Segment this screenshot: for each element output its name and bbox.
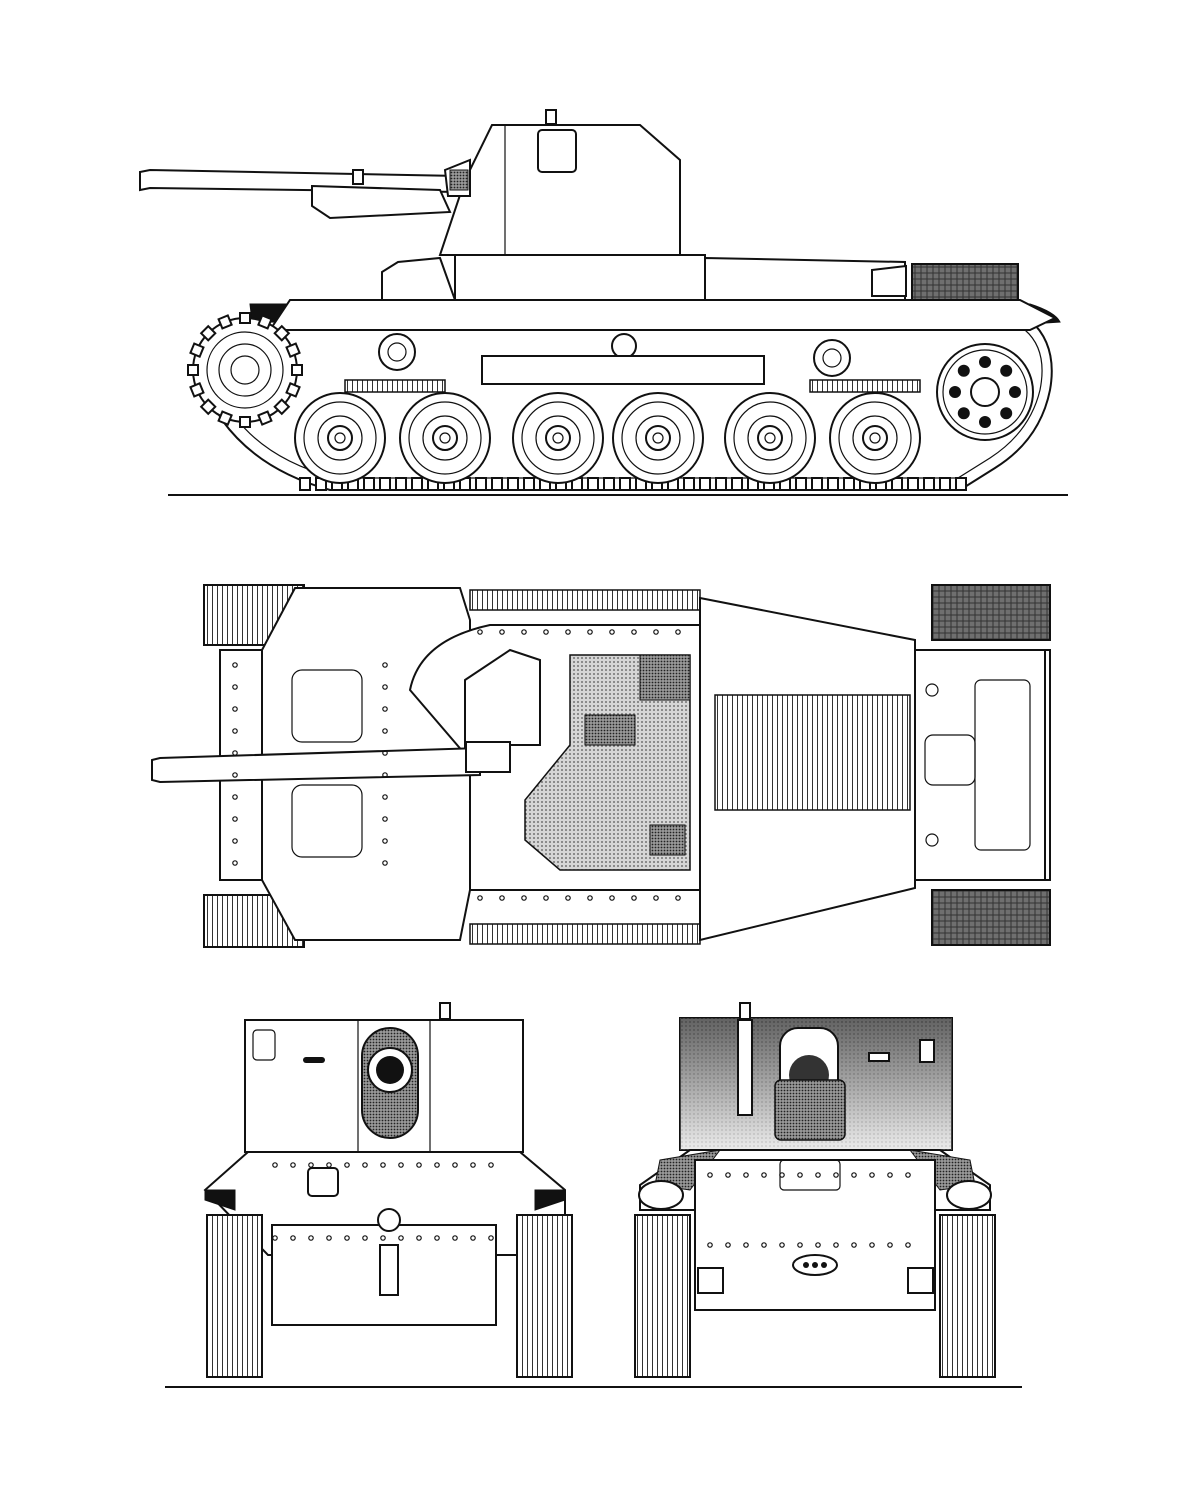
gun-breech [774,1079,846,1141]
rear-view [634,1002,996,1378]
engine-deck-side [704,256,906,301]
engine-louvres [714,694,911,811]
track-front-left [206,1214,263,1378]
rivets-top [232,629,681,901]
drive-sprocket [187,312,303,428]
front-view [165,1002,1022,1388]
gun-barrel-top [151,746,481,784]
road-wheel [612,392,704,484]
lower-hull-side [268,299,1058,331]
grill-top-2 [931,889,1051,946]
idler-wheel [936,343,1034,441]
grill-top-1 [931,584,1051,641]
top-view [151,584,1051,948]
road-wheels [294,392,921,484]
return-rollers [378,333,851,377]
suspension-beam [481,355,765,385]
rear-deck [914,649,1046,881]
road-wheel [294,392,386,484]
hull-side-plate [454,254,706,301]
rear-plate [694,1159,936,1311]
recoil-housing [311,184,452,220]
road-wheel [399,392,491,484]
front-hull-plate [381,256,457,301]
track-links [299,477,967,491]
track-front-right [516,1214,573,1378]
road-wheel [829,392,921,484]
radiator-grill [911,263,1019,301]
road-wheel [724,392,816,484]
vision-port [537,129,577,173]
track-rear-right [939,1214,996,1378]
road-wheel [512,392,604,484]
side-view [139,109,1068,496]
track-rear-left [634,1214,691,1378]
